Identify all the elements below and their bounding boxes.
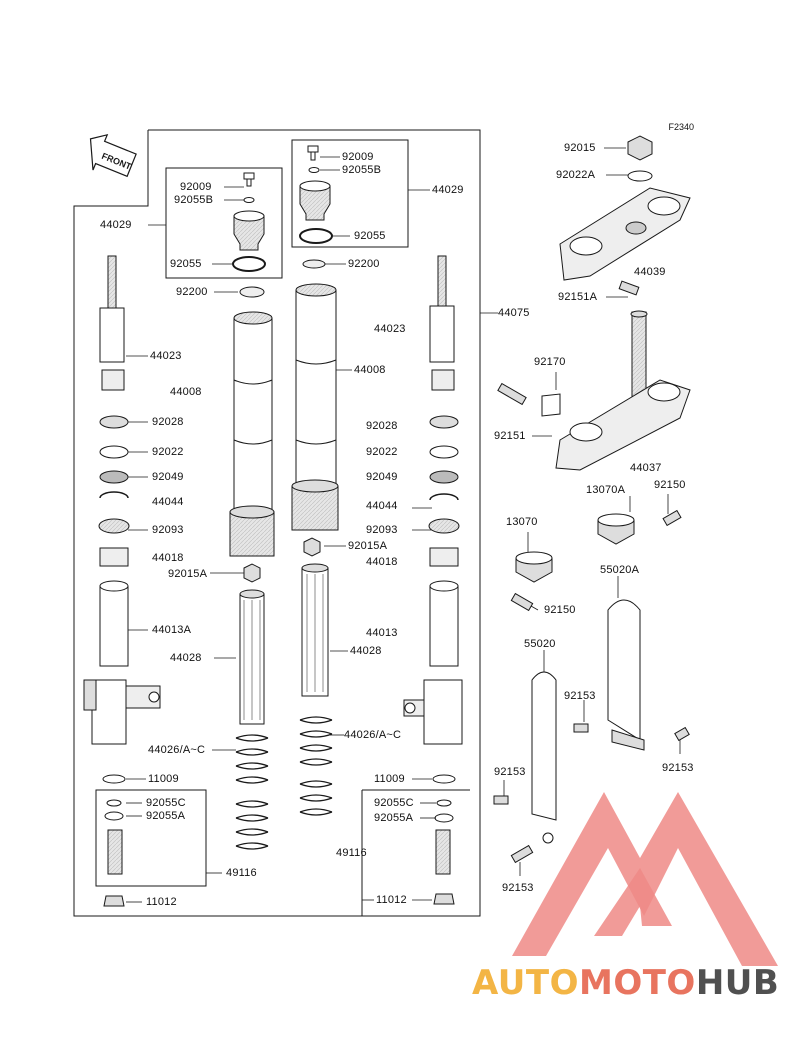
left-fork-parts xyxy=(83,172,275,907)
part-number-label: 92150 xyxy=(654,479,686,491)
figure-code: F2340 xyxy=(668,122,694,132)
part-number-label: 92022A xyxy=(556,169,596,181)
part-number-label: 92049 xyxy=(366,471,398,483)
part-number-label: 92049 xyxy=(152,471,184,483)
part-number-label: 92153 xyxy=(502,882,534,894)
part-number-label: 44026/A~C xyxy=(344,729,402,741)
part-number-label: 92022 xyxy=(152,446,184,458)
left-cap-box xyxy=(165,167,283,279)
part-number-label: 92093 xyxy=(152,524,184,536)
part-number-label: 49116 xyxy=(226,867,257,879)
part-number-label: 44008 xyxy=(354,364,386,376)
part-number-label: 44029 xyxy=(100,219,132,231)
part-number-label: 92015A xyxy=(168,568,208,580)
right-fork-parts xyxy=(291,145,463,905)
part-number-label: 44026/A~C xyxy=(148,744,206,756)
part-number-label: 92055C xyxy=(374,797,414,809)
part-number-label: 11009 xyxy=(148,773,179,785)
automotohub-logo-icon xyxy=(512,792,778,966)
part-number-label: 92170 xyxy=(534,356,566,368)
watermark-text: AUTOMOTOHUB xyxy=(472,963,779,1003)
part-number-label: 44013 xyxy=(366,627,398,639)
part-number-label: 44044 xyxy=(152,496,184,508)
part-number-label: 44028 xyxy=(170,652,202,664)
part-number-label: 44013A xyxy=(152,624,192,636)
part-number-label: 44008 xyxy=(170,386,202,398)
part-number-label: 55020 xyxy=(524,638,556,650)
part-number-label: 13070A xyxy=(586,484,626,496)
part-number-label: 92151 xyxy=(494,430,526,442)
part-number-label: 92055B xyxy=(174,194,214,206)
part-number-label: 92028 xyxy=(366,420,398,432)
part-number-label: 92055 xyxy=(170,258,202,270)
part-number-label: 44044 xyxy=(366,500,398,512)
part-number-label: 92150 xyxy=(544,604,576,616)
part-number-label: 92009 xyxy=(180,181,212,193)
part-number-label: 92153 xyxy=(662,762,694,774)
part-number-label: 44039 xyxy=(634,266,666,278)
part-number-label: 92200 xyxy=(348,258,380,270)
part-number-label: 92151A xyxy=(558,291,598,303)
part-number-label: 44028 xyxy=(350,645,382,657)
part-number-label: 92055C xyxy=(146,797,186,809)
part-number-label: 44029 xyxy=(432,184,464,196)
steering-parts xyxy=(493,135,691,864)
part-number-label: 11009 xyxy=(374,773,405,785)
frame-outline xyxy=(73,129,481,917)
part-number-label: 92055A xyxy=(146,810,186,822)
part-number-label: 92015A xyxy=(348,540,388,552)
watermark-auto: AUTO xyxy=(472,963,579,1003)
part-number-label: 44018 xyxy=(152,552,184,564)
part-number-label: 92093 xyxy=(366,524,398,536)
part-number-label: 92022 xyxy=(366,446,398,458)
part-number-label: 49116 xyxy=(336,847,367,859)
part-number-label: 92055B xyxy=(342,164,382,176)
part-number-label: 44075 xyxy=(498,307,530,319)
watermark-hub: HUB xyxy=(695,963,780,1003)
right-cap-box xyxy=(291,139,409,248)
part-number-label: 92153 xyxy=(494,766,526,778)
part-number-label: 92015 xyxy=(564,142,596,154)
part-number-label: 44018 xyxy=(366,556,398,568)
part-number-label: 44023 xyxy=(374,323,406,335)
part-number-label: 92055A xyxy=(374,812,414,824)
part-number-label: 55020A xyxy=(600,564,640,576)
left-valve-box xyxy=(95,789,207,887)
watermark-moto: MOTO xyxy=(578,963,696,1003)
front-arrow-icon: FRONT xyxy=(89,133,137,178)
leader-lines xyxy=(124,147,681,903)
part-number-label: 44023 xyxy=(150,350,182,362)
part-number-label: 11012 xyxy=(376,894,407,906)
part-number-label: 92200 xyxy=(176,286,208,298)
part-number-label: 92028 xyxy=(152,416,184,428)
part-number-label: 13070 xyxy=(506,516,538,528)
part-number-label: 92009 xyxy=(342,151,374,163)
part-number-label: 92055 xyxy=(354,230,386,242)
part-number-label: 11012 xyxy=(146,896,177,908)
part-number-label: 44037 xyxy=(630,462,662,474)
part-number-label: 92153 xyxy=(564,690,596,702)
